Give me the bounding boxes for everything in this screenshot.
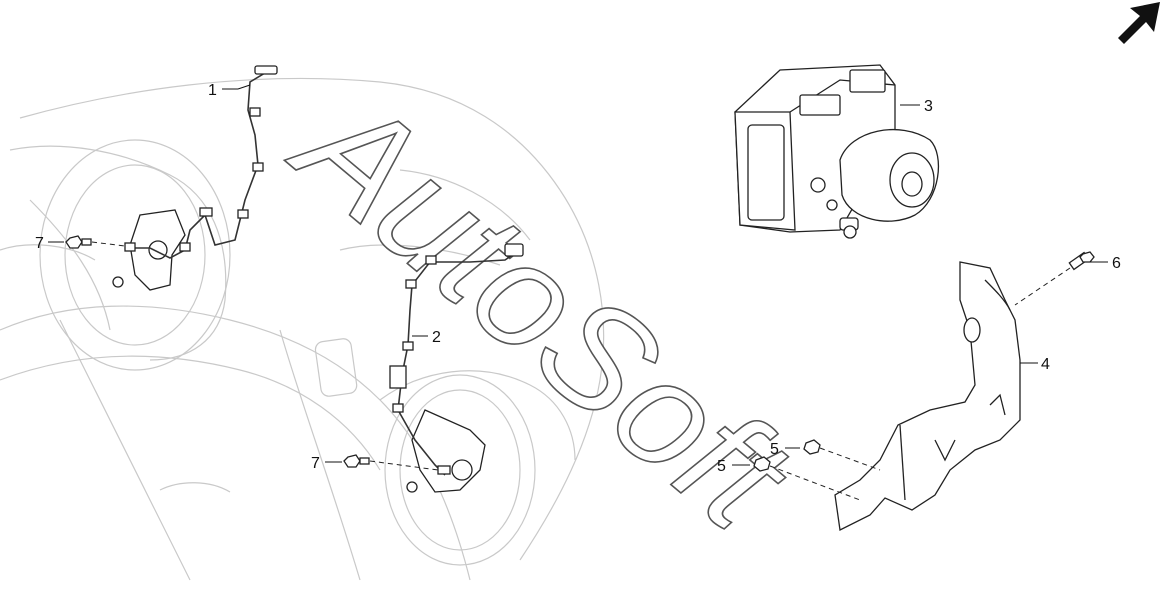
callout-5a: 5 (770, 441, 779, 458)
callout-1: 1 (208, 82, 217, 99)
bolt-6 (1014, 251, 1095, 306)
car-outline (0, 77, 605, 581)
direction-arrow-icon (1118, 2, 1160, 44)
bolt-7-upper (65, 235, 126, 249)
callout-3: 3 (924, 98, 933, 115)
callout-4: 4 (1041, 356, 1050, 373)
front-wheel-speed-sensor-wire (124, 65, 278, 259)
nut-5-a (803, 439, 881, 471)
callout-6: 6 (1112, 255, 1121, 272)
nut-5-b (753, 456, 861, 501)
abs-hydraulic-unit (734, 64, 940, 239)
callout-7a: 7 (35, 235, 44, 252)
callout-7b: 7 (311, 455, 320, 472)
front-left-hub-assembly (112, 209, 186, 291)
bolt-7-lower (343, 454, 439, 471)
rear-wheel-speed-sensor-wire (389, 243, 524, 476)
abs-mounting-bracket (834, 261, 1021, 531)
callout-2: 2 (432, 329, 441, 346)
leader-lines (48, 84, 1108, 466)
callout-5b: 5 (717, 458, 726, 475)
rear-hub-assembly (406, 409, 486, 493)
